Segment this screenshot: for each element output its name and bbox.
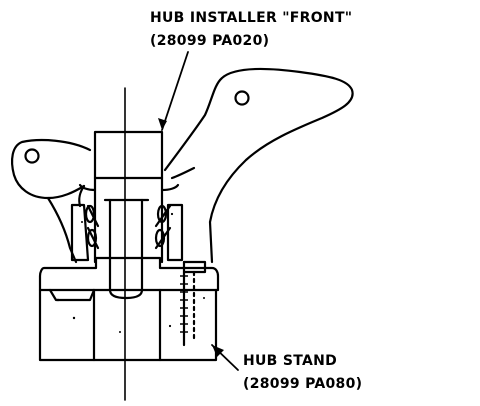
upper-race-right [160, 183, 180, 192]
hub-stand-notch [48, 288, 96, 302]
hub-shaft [108, 198, 144, 300]
hub-stand-arrowhead [212, 345, 224, 357]
hub-installer-leader [161, 51, 189, 131]
right-bearing-roller-1 [156, 204, 168, 224]
hub-stand-part-number: (28099 PA080) [243, 376, 362, 392]
bolt-threads [180, 275, 188, 333]
hub-installer-tool [93, 130, 164, 264]
right-bearing-housing [166, 203, 184, 262]
knuckle-left-ear [11, 138, 92, 200]
knuckle-arm [163, 67, 354, 264]
hub-installer-part-number: (28099 PA020) [150, 33, 269, 49]
knuckle-body-right [170, 166, 196, 180]
left-bearing-housing [70, 203, 90, 262]
knuckle-arm-hole [234, 90, 250, 106]
left-bearing-roller-1 [84, 204, 96, 224]
print-texture [56, 212, 205, 333]
hub-installer-label: HUB INSTALLER "FRONT" [150, 10, 352, 26]
hub-flange [38, 256, 220, 292]
knuckle-body-left [46, 196, 78, 264]
upper-race-left [78, 183, 97, 192]
hub-stand-base [38, 288, 218, 362]
knuckle-left-ear-hole [24, 148, 40, 164]
hub-stand-label: HUB STAND [243, 353, 337, 369]
hub-installer-arrowhead [158, 118, 167, 130]
left-bearing-roller-2 [86, 228, 98, 248]
